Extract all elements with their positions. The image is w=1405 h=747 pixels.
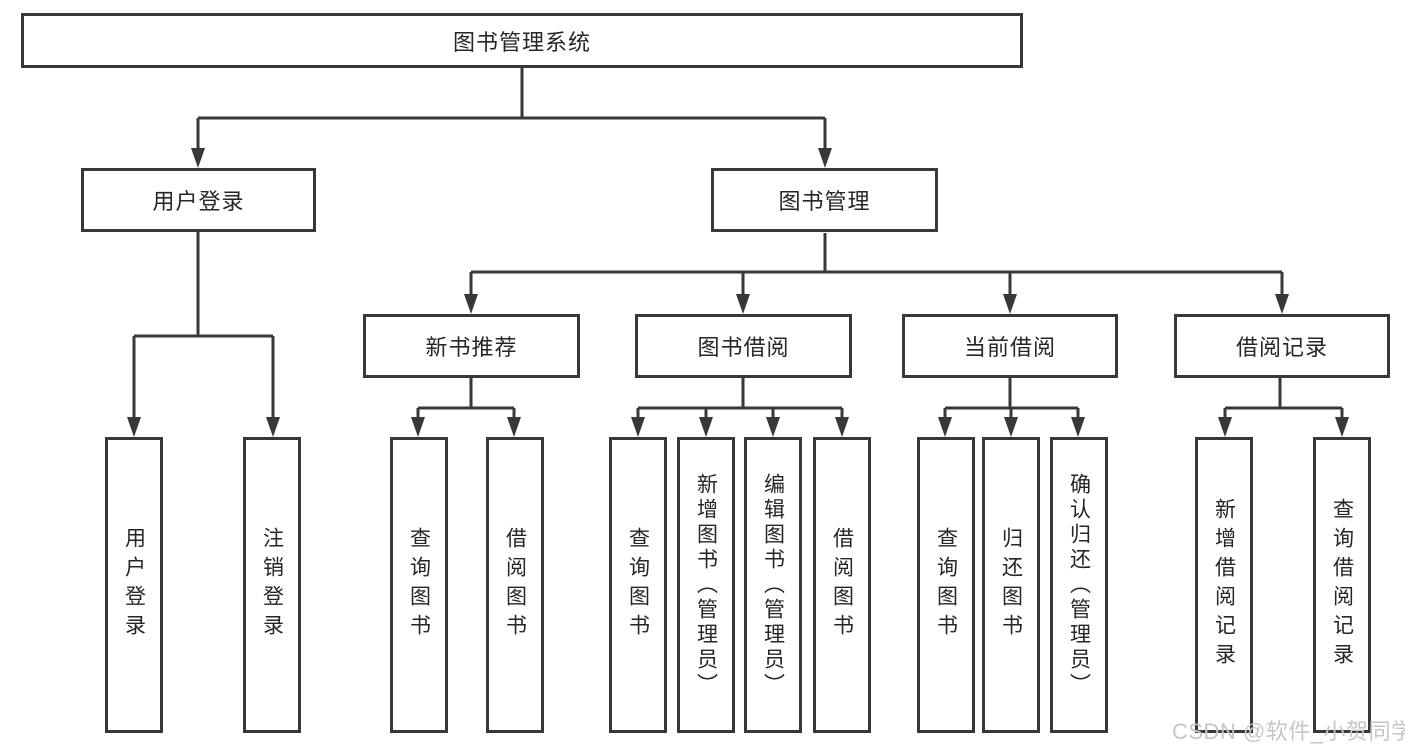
node-current-borrowing: 当前借阅 — [902, 314, 1118, 378]
arrowhead-icon — [464, 294, 478, 314]
node-borrowing-records-label: 借阅记录 — [1235, 335, 1328, 360]
leaf-return-books-label: 归还图书 — [999, 527, 1023, 643]
arrowhead-icon — [411, 417, 425, 437]
node-user-login-label: 用户登录 — [152, 189, 245, 214]
leaf-confirm-return-admin-label: 确认归还（管理员） — [1067, 472, 1091, 698]
node-book-borrowing-label: 图书借阅 — [697, 335, 790, 360]
node-borrowing-records: 借阅记录 — [1174, 314, 1390, 378]
leaf-query-books-borrowing-label: 查询图书 — [626, 527, 650, 643]
node-current-borrowing-label: 当前借阅 — [963, 335, 1056, 360]
node-new-book-recommend-label: 新书推荐 — [425, 335, 518, 360]
leaf-query-books-recommend-label: 查询图书 — [407, 527, 431, 643]
arrowhead-icon — [835, 417, 849, 437]
leaf-edit-books-admin: 编辑图书（管理员） — [744, 437, 802, 733]
arrowhead-icon — [1071, 417, 1085, 437]
leaf-add-books-admin-label: 新增图书（管理员） — [694, 472, 718, 698]
leaf-query-borrow-record-label: 查询借阅记录 — [1330, 498, 1354, 672]
leaf-borrow-books-borrowing: 借阅图书 — [813, 437, 871, 733]
arrowhead-icon — [631, 417, 645, 437]
node-new-book-recommend: 新书推荐 — [363, 314, 580, 378]
leaf-return-books: 归还图书 — [982, 437, 1040, 733]
arrowhead-icon — [766, 417, 780, 437]
leaf-add-borrow-record-label: 新增借阅记录 — [1212, 498, 1236, 672]
connector-lines — [132, 68, 1344, 419]
node-book-management-label: 图书管理 — [778, 189, 871, 214]
arrowhead-icon — [1218, 417, 1232, 437]
node-root: 图书管理系统 — [21, 13, 1023, 68]
leaf-query-books-current-label: 查询图书 — [934, 527, 958, 643]
leaf-logout-label: 注销登录 — [260, 527, 284, 643]
arrowhead-icon — [1004, 417, 1018, 437]
leaf-confirm-return-admin: 确认归还（管理员） — [1050, 437, 1108, 733]
arrowhead-icon — [507, 417, 521, 437]
arrowhead-icon — [266, 417, 280, 437]
arrowhead-icon — [1335, 417, 1349, 437]
leaf-query-books-recommend: 查询图书 — [390, 437, 448, 733]
leaf-query-borrow-record: 查询借阅记录 — [1313, 437, 1371, 733]
arrowheads — [127, 148, 1349, 437]
arrowhead-icon — [818, 148, 832, 168]
leaf-borrow-books-borrowing-label: 借阅图书 — [830, 527, 854, 643]
leaf-borrow-books-recommend: 借阅图书 — [486, 437, 544, 733]
node-root-label: 图书管理系统 — [452, 29, 591, 55]
leaf-add-books-admin: 新增图书（管理员） — [677, 437, 735, 733]
arrowhead-icon — [1275, 294, 1289, 314]
arrowhead-icon — [736, 294, 750, 314]
leaf-add-borrow-record: 新增借阅记录 — [1195, 437, 1253, 733]
node-user-login: 用户登录 — [81, 168, 316, 232]
leaf-user-login: 用户登录 — [105, 437, 163, 733]
arrowhead-icon — [127, 417, 141, 437]
arrowhead-icon — [191, 148, 205, 168]
leaf-query-books-current: 查询图书 — [917, 437, 975, 733]
node-book-management: 图书管理 — [711, 168, 938, 232]
arrowhead-icon — [938, 417, 952, 437]
node-book-borrowing: 图书借阅 — [635, 314, 852, 378]
arrowhead-icon — [1003, 294, 1017, 314]
leaf-user-login-label: 用户登录 — [122, 527, 146, 643]
watermark-text: CSDN @软件_小贺同学 — [1172, 719, 1405, 744]
leaf-logout: 注销登录 — [243, 437, 301, 733]
arrowhead-icon — [699, 417, 713, 437]
leaf-query-books-borrowing: 查询图书 — [609, 437, 667, 733]
leaf-edit-books-admin-label: 编辑图书（管理员） — [761, 472, 785, 698]
leaf-borrow-books-recommend-label: 借阅图书 — [503, 527, 527, 643]
